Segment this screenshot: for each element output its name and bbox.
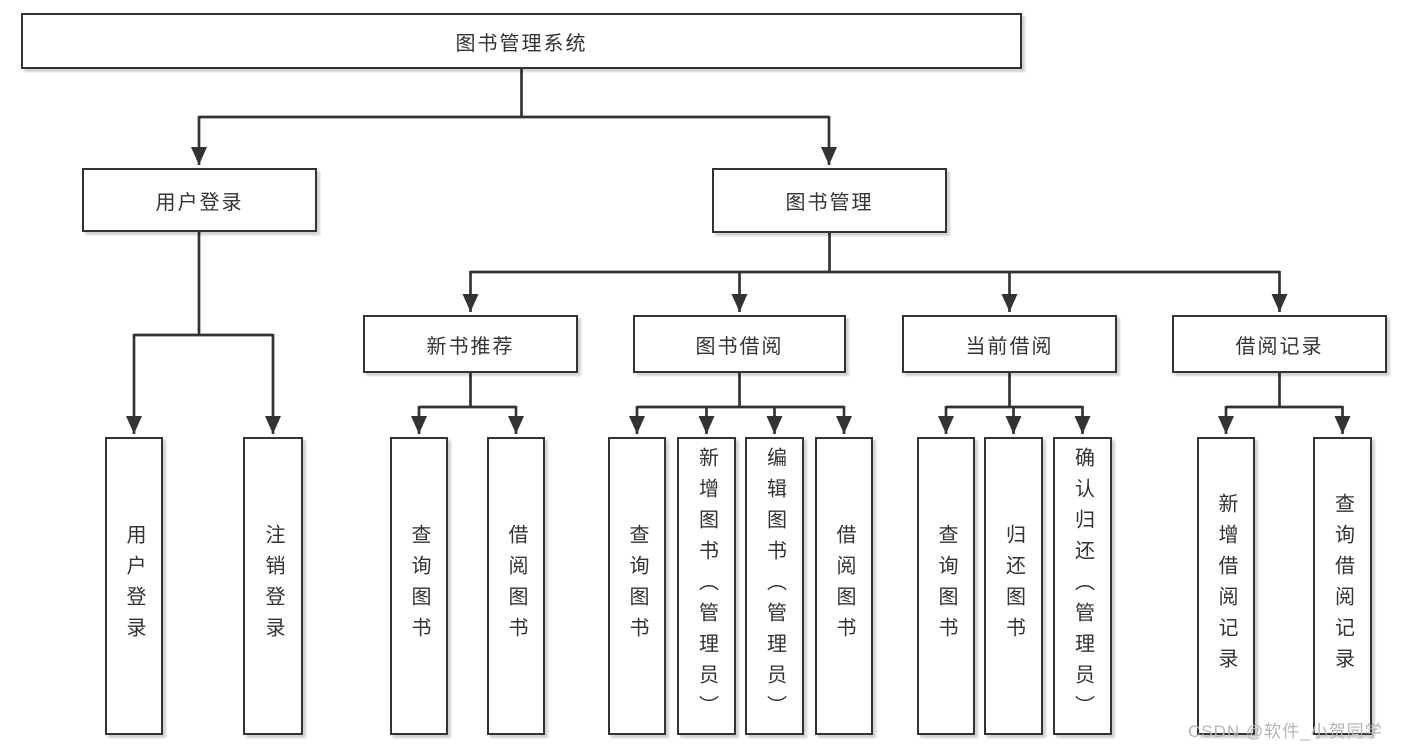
leaf-borrow-books-recommend: 借阅图书 — [487, 437, 545, 735]
leaf-edit-books-admin: 编辑图书（管理员） — [745, 437, 804, 735]
leaf-query-borrow-record: 查询借阅记录 — [1313, 437, 1372, 735]
node-borrow-records: 借阅记录 — [1172, 315, 1387, 373]
leaf-add-books-admin: 新增图书（管理员） — [677, 437, 736, 735]
node-new-book-recommend: 新书推荐 — [363, 315, 578, 373]
leaf-query-books-current: 查询图书 — [917, 437, 975, 735]
leaf-add-borrow-record: 新增借阅记录 — [1197, 437, 1255, 735]
leaf-user-login: 用户登录 — [105, 437, 163, 735]
leaf-confirm-return-admin: 确认归还（管理员） — [1053, 437, 1112, 735]
node-user-login: 用户登录 — [82, 168, 317, 232]
leaf-borrow-books: 借阅图书 — [815, 437, 873, 735]
leaf-return-books: 归还图书 — [984, 437, 1043, 735]
node-current-borrow: 当前借阅 — [902, 315, 1117, 373]
node-book-borrow: 图书借阅 — [633, 315, 846, 373]
leaf-query-books-recommend: 查询图书 — [390, 437, 448, 735]
csdn-watermark: CSDN @软件_小贺同学 — [1188, 722, 1383, 741]
leaf-logout: 注销登录 — [243, 437, 303, 735]
node-library-management-system: 图书管理系统 — [21, 13, 1022, 69]
leaf-query-books-borrow: 查询图书 — [608, 437, 666, 735]
node-book-management: 图书管理 — [712, 168, 947, 233]
